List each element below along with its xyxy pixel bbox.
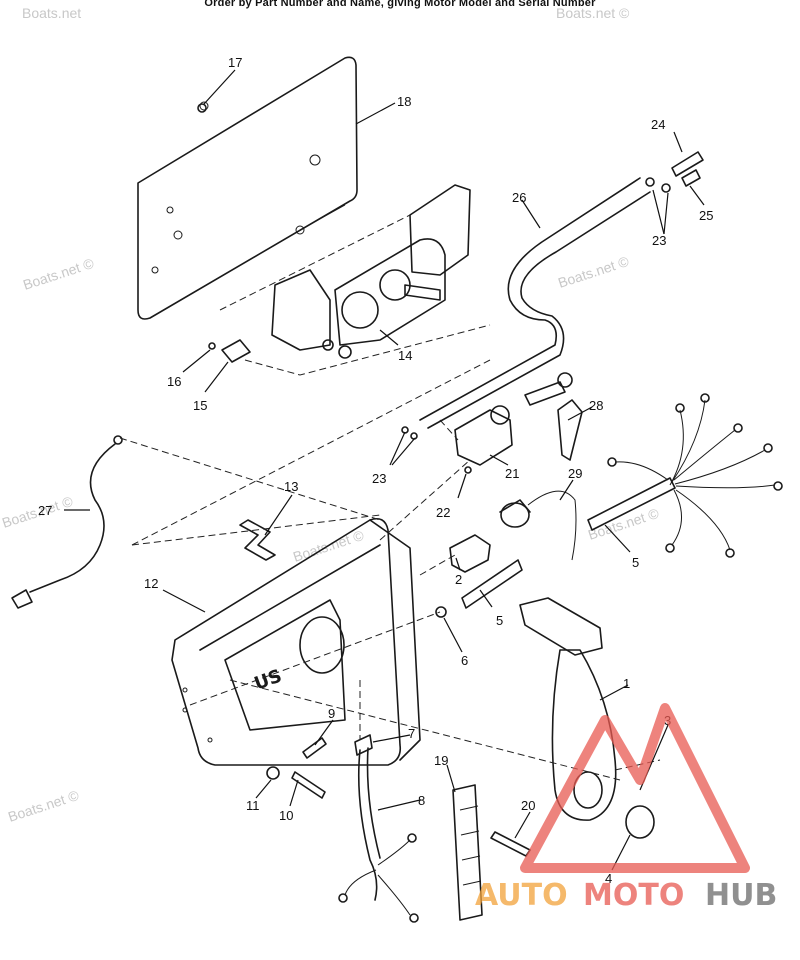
retaining-clip (239, 519, 276, 561)
callout-2: 2 (455, 572, 462, 587)
callout-21: 21 (505, 466, 519, 481)
callout-7: 7 (408, 726, 415, 741)
washer-part (435, 606, 447, 618)
callout-11: 11 (246, 798, 260, 813)
callout-leaders (64, 69, 705, 871)
automotohub-logo: AUTO MOTO HUB (475, 703, 777, 913)
callout-24: 24 (651, 117, 665, 132)
fasteners (266, 737, 327, 799)
callout-6: 6 (461, 653, 468, 668)
ignition-key (524, 372, 583, 461)
callout-labels: 17 18 14 16 15 13 27 12 23 21 22 29 2 5 … (38, 55, 713, 886)
indicator-lamp (499, 490, 577, 561)
callout-8: 8 (418, 793, 425, 808)
ground-wire (11, 435, 123, 609)
callout-26: 26 (512, 190, 526, 205)
callout-1: 1 (623, 676, 630, 691)
callout-28: 28 (589, 398, 603, 413)
callout-29: 29 (568, 466, 582, 481)
control-cables (419, 177, 651, 429)
logo-auto: AUTO (475, 878, 568, 913)
callout-22: 22 (436, 505, 450, 520)
callout-16: 16 (167, 374, 181, 389)
callout-25: 25 (699, 208, 713, 223)
terminal-block (452, 784, 483, 921)
bolt-part (490, 831, 531, 857)
callout-10: 10 (279, 808, 293, 823)
callout-23-right: 23 (652, 233, 666, 248)
callout-5-lower: 5 (496, 613, 503, 628)
control-housing: US (171, 517, 421, 766)
callout-4: 4 (605, 871, 612, 886)
logo-hub: HUB (705, 878, 777, 913)
logo-moto: MOTO (583, 878, 684, 913)
callout-12: 12 (144, 576, 158, 591)
callout-14: 14 (398, 348, 412, 363)
watermark-right: Boats.net © (556, 253, 631, 291)
assembly-guide-lines (119, 214, 661, 781)
small-block-part (208, 339, 251, 363)
wiring-harness (607, 393, 783, 558)
cable-end-fittings (645, 151, 704, 193)
watermark-top-left: Boats.net (22, 5, 81, 21)
watermark-right-mid: Boats.net © (586, 505, 661, 543)
callout-17: 17 (228, 55, 242, 70)
control-mechanism (271, 184, 471, 359)
logo-triangle-icon (520, 703, 750, 873)
callout-23-left: 23 (372, 471, 386, 486)
mounting-plate (137, 56, 358, 320)
callout-13: 13 (284, 479, 298, 494)
push-switch (449, 534, 491, 573)
watermark-bottom-left: Boats.net © (6, 787, 81, 825)
diagram-header: Order by Part Number and Name, giving Mo… (204, 0, 596, 9)
wire-cable (338, 734, 419, 923)
callout-19: 19 (434, 753, 448, 768)
callout-9: 9 (328, 706, 335, 721)
watermark-top-right: Boats.net © (556, 5, 630, 21)
knob-part (625, 805, 655, 839)
screw-part (197, 103, 207, 113)
callout-5-upper: 5 (632, 555, 639, 570)
callout-15: 15 (193, 398, 207, 413)
callout-20: 20 (521, 798, 535, 813)
callout-18: 18 (397, 94, 411, 109)
callout-27: 27 (38, 503, 52, 518)
wire-sleeves (461, 477, 676, 609)
watermark-left: Boats.net © (21, 255, 96, 293)
